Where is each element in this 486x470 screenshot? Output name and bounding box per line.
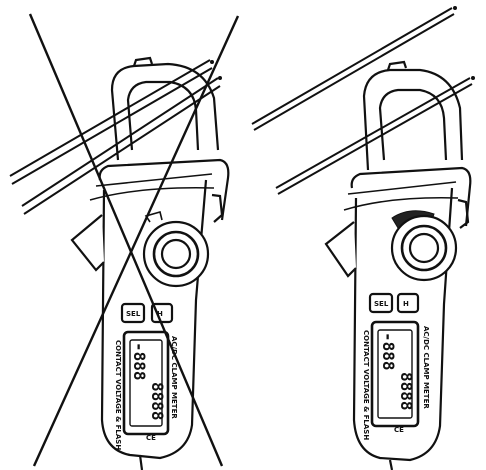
left-h-button-label: H	[157, 310, 163, 318]
right-sel-button-label: SEL	[374, 300, 389, 308]
left-wire-end-dot-2	[218, 76, 222, 80]
left-meter-warning-label: CONTACT VOLTAGE & FLASH	[114, 340, 122, 450]
right-ce-mark: CE	[394, 426, 404, 434]
left-ce-mark: CE	[146, 434, 156, 442]
right-meter-labels: SEL H AC/DC CLAMP METER CONTACT VOLTAGE …	[362, 300, 430, 440]
right-lcd-bottom: 8888	[397, 372, 416, 411]
right-meter-warning-label: CONTACT VOLTAGE & FLASH	[362, 330, 370, 440]
right-wires	[251, 7, 473, 195]
right-meter-model-label: AC/DC CLAMP METER	[422, 326, 430, 409]
left-lcd-bottom: 8888	[148, 382, 167, 421]
right-wire-end-dot	[453, 6, 457, 10]
left-wire-end-dot	[210, 60, 214, 64]
left-wires	[9, 59, 221, 215]
left-meter-labels: SEL H AC/DC CLAMP METER CONTACT VOLTAGE …	[114, 310, 178, 450]
left-lcd-top: -888	[130, 342, 149, 381]
right-clamp-meter	[324, 60, 472, 470]
cross-line-2	[32, 15, 240, 467]
cross-out-mark	[28, 13, 240, 467]
left-meter-model-label: AC/DC CLAMP METER	[170, 336, 178, 419]
right-lcd-top: -888	[379, 332, 398, 371]
left-clamp-meter	[70, 56, 230, 470]
cross-line-1	[28, 13, 224, 467]
right-h-button-label: H	[403, 300, 409, 308]
right-wire-end-dot-2	[471, 76, 475, 80]
left-sel-button-label: SEL	[126, 310, 141, 318]
